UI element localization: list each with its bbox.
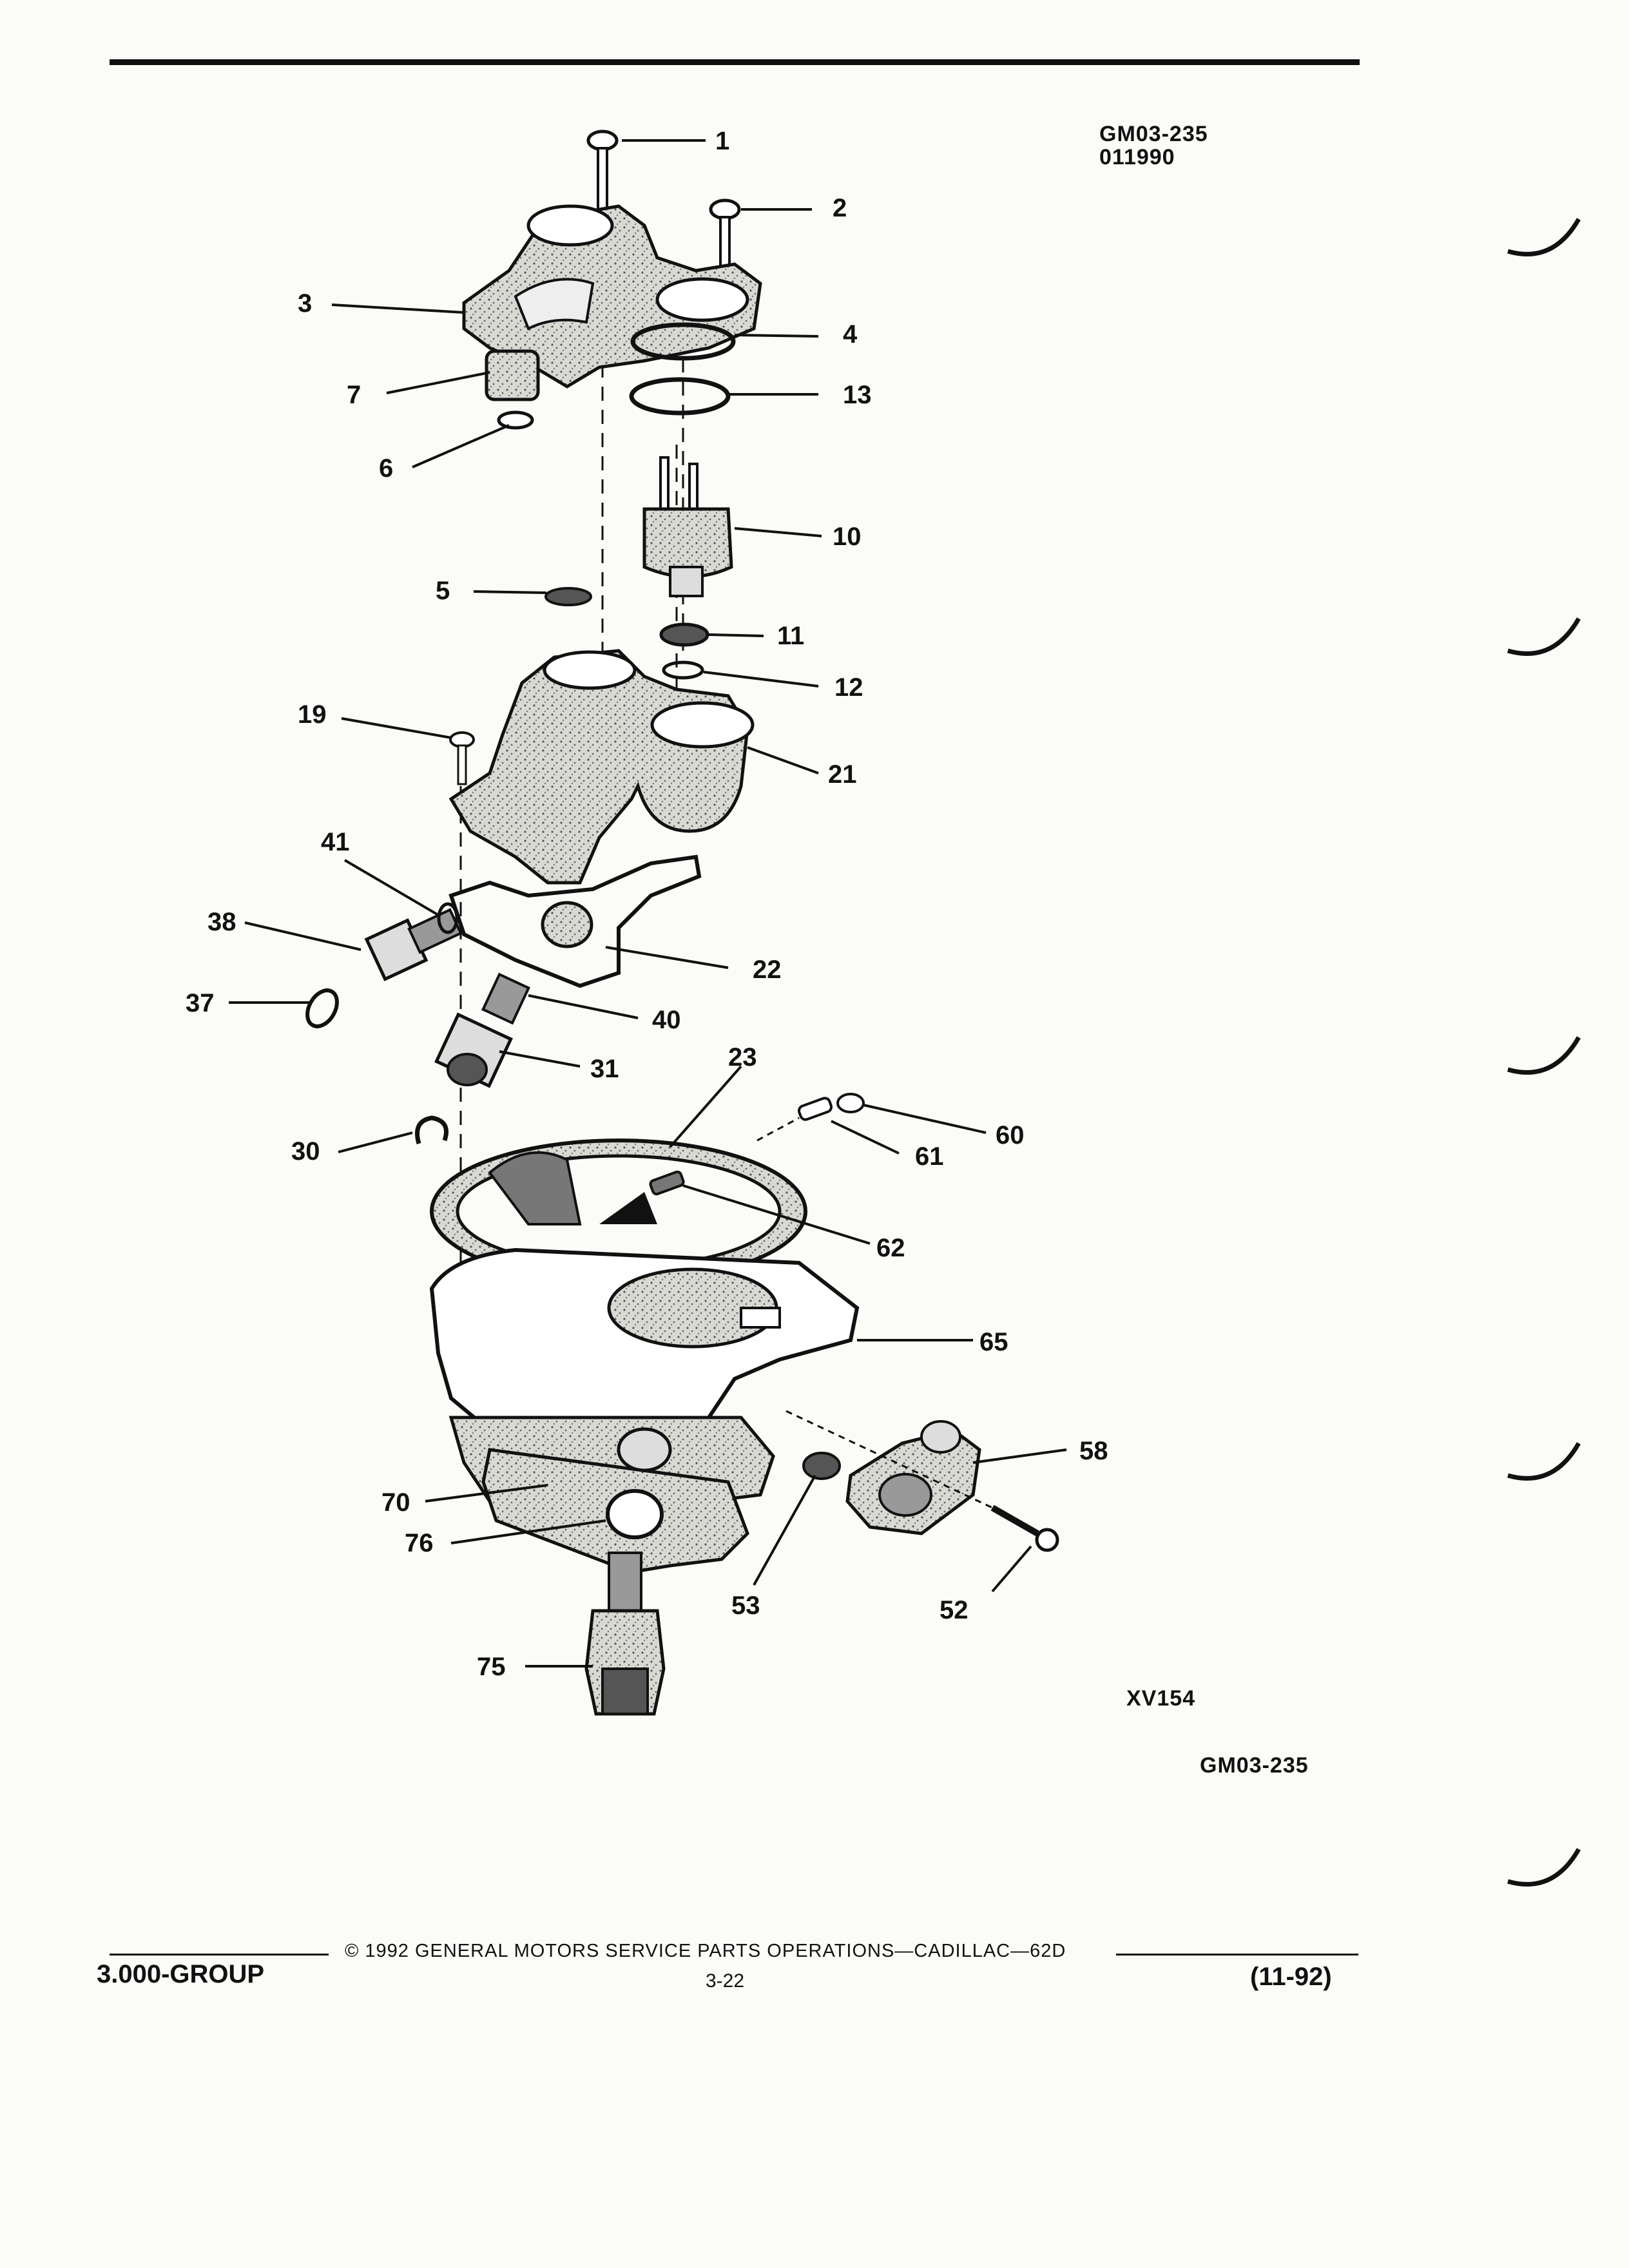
callout-53: 53 bbox=[731, 1591, 760, 1620]
fuel-meter-cover-part-3 bbox=[462, 204, 762, 389]
callout-31: 31 bbox=[590, 1055, 619, 1083]
fitting-part-38 bbox=[364, 908, 463, 981]
callout-62: 62 bbox=[876, 1234, 905, 1262]
callout-23: 23 bbox=[728, 1043, 757, 1072]
footer-page-number: 3-22 bbox=[706, 1970, 745, 1992]
callout-40: 40 bbox=[652, 1006, 681, 1034]
callout-30: 30 bbox=[291, 1137, 320, 1166]
callout-3: 3 bbox=[298, 289, 312, 318]
footer-date: (11-92) bbox=[1250, 1963, 1332, 1991]
callout-70: 70 bbox=[381, 1488, 410, 1517]
callout-38: 38 bbox=[207, 908, 236, 936]
callout-4: 4 bbox=[843, 320, 858, 349]
binder-marks bbox=[1507, 218, 1581, 1887]
callout-75: 75 bbox=[477, 1653, 506, 1681]
fuel-meter-body-part-21 bbox=[448, 649, 755, 948]
callout-10: 10 bbox=[833, 523, 862, 551]
callout-60: 60 bbox=[996, 1121, 1025, 1149]
footer-rule-left bbox=[110, 1954, 329, 1956]
callout-76: 76 bbox=[405, 1529, 434, 1557]
injector-body-part-7 bbox=[485, 349, 540, 401]
oring-part-37 bbox=[305, 988, 339, 1028]
seal-part-53 bbox=[802, 1452, 841, 1480]
sensor-part-58 bbox=[845, 1420, 981, 1535]
callout-37: 37 bbox=[186, 989, 215, 1017]
callout-7: 7 bbox=[347, 381, 361, 409]
callout-19: 19 bbox=[298, 700, 327, 729]
screw-part-61 bbox=[797, 1097, 833, 1121]
ref-code: GM03-235 bbox=[1099, 122, 1208, 146]
footer-rule-right bbox=[1116, 1954, 1358, 1956]
seal-part-11 bbox=[659, 622, 709, 647]
leader-lines bbox=[229, 139, 1067, 1667]
callout-52: 52 bbox=[940, 1596, 969, 1624]
screw-part-52 bbox=[990, 1504, 1059, 1552]
callout-41: 41 bbox=[321, 828, 350, 856]
seal-part-41 bbox=[437, 902, 459, 934]
clip-part-5 bbox=[545, 587, 592, 606]
callout-61: 61 bbox=[915, 1142, 944, 1171]
callout-21: 21 bbox=[828, 760, 857, 789]
callout-22: 22 bbox=[753, 956, 782, 984]
callout-65: 65 bbox=[979, 1328, 1008, 1356]
oring-part-13 bbox=[629, 377, 731, 416]
callout-6: 6 bbox=[379, 454, 393, 483]
callout-11: 11 bbox=[777, 622, 804, 650]
gasket-part-22 bbox=[448, 854, 702, 988]
callout-1: 1 bbox=[715, 127, 729, 155]
footer-copyright: © 1992 GENERAL MOTORS SERVICE PARTS OPER… bbox=[345, 1941, 1066, 1961]
gasket-part-23 bbox=[430, 1139, 807, 1284]
fitting-part-40 bbox=[481, 972, 530, 1025]
fitting-part-31 bbox=[434, 1012, 514, 1088]
top-rule bbox=[110, 59, 1360, 65]
figure-code: GM03-235 bbox=[1200, 1753, 1309, 1778]
ref-date: 011990 bbox=[1099, 145, 1175, 169]
callout-5: 5 bbox=[436, 577, 450, 605]
callout-58: 58 bbox=[1079, 1437, 1108, 1465]
clip-part-30 bbox=[415, 1115, 448, 1144]
oring-part-76 bbox=[606, 1489, 664, 1539]
footer-group: 3.000-GROUP bbox=[97, 1960, 265, 1988]
oring-part-12 bbox=[662, 660, 704, 680]
injector-part-10 bbox=[642, 456, 733, 597]
screw-part-2 bbox=[709, 198, 741, 270]
gasket-part-4 bbox=[630, 322, 736, 361]
screw-part-60 bbox=[836, 1093, 865, 1113]
screw-part-19 bbox=[449, 731, 475, 785]
callout-labels: 1 2 3 4 7 13 6 10 5 11 12 19 21 41 38 22… bbox=[186, 127, 1108, 1681]
ring-part-6 bbox=[497, 410, 534, 430]
callout-13: 13 bbox=[843, 381, 872, 409]
callout-12: 12 bbox=[834, 673, 863, 702]
sensor-part-75 bbox=[584, 1552, 666, 1716]
spring-part-62 bbox=[649, 1170, 685, 1196]
figure-id: XV154 bbox=[1126, 1686, 1196, 1711]
callout-2: 2 bbox=[833, 194, 847, 222]
